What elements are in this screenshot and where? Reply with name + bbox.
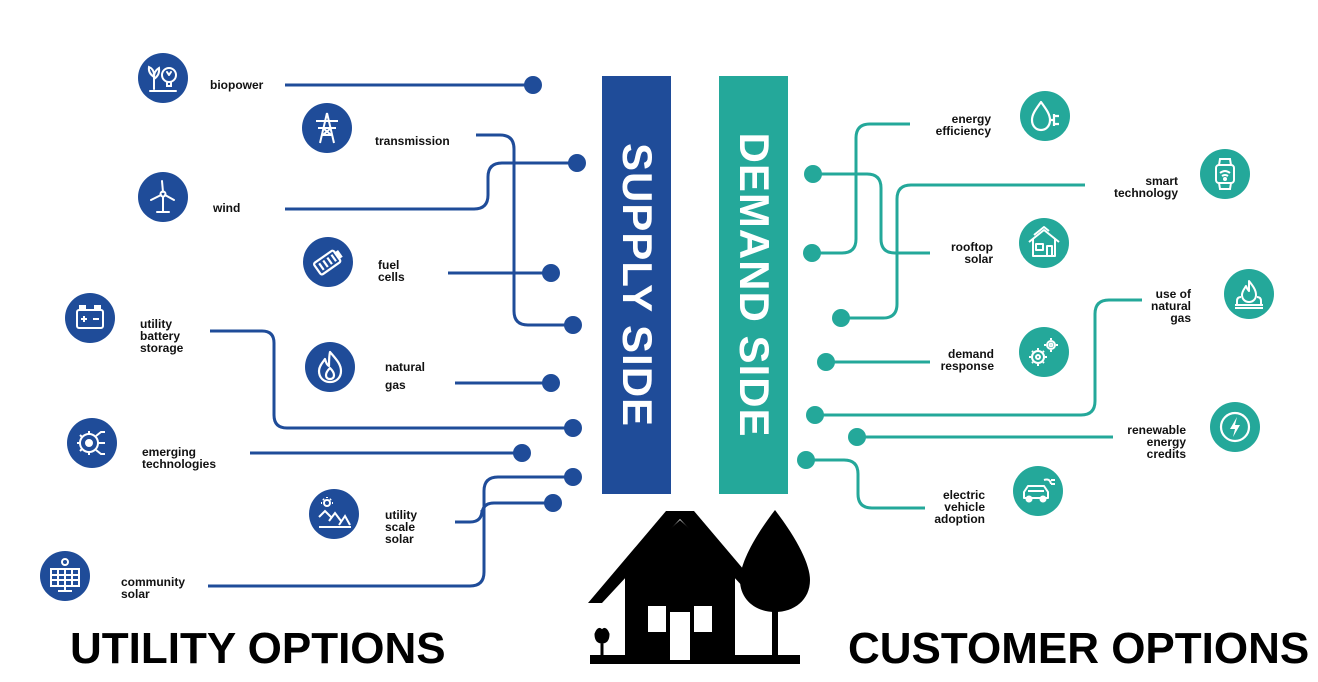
label-community-solar: community solar (121, 575, 186, 601)
endpoint-emerging-technologies (513, 444, 531, 462)
connector-rooftop-solar (813, 172, 930, 255)
endpoint-natural-gas (542, 374, 560, 392)
connector-electric-vehicle-adoption (806, 458, 925, 510)
supply-endpoints (513, 76, 586, 512)
endpoint-demand-response (817, 353, 835, 371)
tree-crown (740, 510, 810, 612)
house-window-right (694, 606, 712, 632)
demand-side-label: DEMAND SIDE (730, 132, 778, 438)
connector-wind (285, 161, 577, 211)
supply-side-bar: SUPPLY SIDE (602, 76, 671, 494)
connector-community-solar (208, 475, 573, 588)
endpoint-energy-efficiency (803, 244, 821, 262)
endpoint-rooftop-solar (804, 165, 822, 183)
demand-endpoints (797, 165, 866, 469)
label-wind: wind (213, 201, 241, 215)
label-utility-battery-storage: utility battery storage (140, 317, 184, 355)
connector-use-of-natural-gas (815, 298, 1142, 417)
label-demand-response: demand response (940, 347, 994, 373)
solar-farm-icon (309, 489, 359, 539)
plant-bulb-icon (138, 53, 188, 103)
endpoint-biopower (524, 76, 542, 94)
endpoint-renewable-energy-credits (848, 428, 866, 446)
ground (590, 655, 800, 664)
supply-connectors (208, 83, 577, 588)
label-use-of-natural-gas: use of natural gas (1150, 287, 1191, 325)
supply-side-label: SUPPLY SIDE (613, 142, 661, 428)
connector-utility-scale-solar (455, 501, 553, 524)
endpoint-community-solar (564, 468, 582, 486)
endpoint-electric-vehicle-adoption (797, 451, 815, 469)
label-fuel-cells: fuel cells (378, 258, 405, 284)
car-battery-icon (65, 293, 115, 343)
demand-side-bar: DEMAND SIDE (719, 76, 788, 494)
transmission-tower-icon (302, 103, 352, 153)
connector-utility-battery-storage (210, 329, 573, 430)
label-smart-technology: smart technology (1113, 174, 1178, 200)
connector-transmission (476, 133, 573, 327)
smartwatch-icon (1200, 149, 1250, 199)
endpoint-smart-technology (832, 309, 850, 327)
endpoint-wind (568, 154, 586, 172)
utility-options-heading: UTILITY OPTIONS (70, 624, 446, 673)
wind-turbine-icon (138, 172, 188, 222)
label-energy-efficiency: energy efficiency (935, 112, 991, 138)
endpoint-fuel-cells (542, 264, 560, 282)
connector-energy-efficiency (812, 122, 910, 255)
label-electric-vehicle-adoption: electric vehicle adoption (934, 488, 985, 526)
battery-icon (303, 237, 353, 287)
gear-circuit-icon (67, 418, 117, 468)
tree-trunk (772, 600, 778, 660)
label-natural-gas: natural gas (385, 360, 426, 392)
label-transmission: transmission (375, 134, 450, 148)
house-illustration (588, 510, 810, 664)
house-windows (648, 606, 712, 660)
endpoint-utility-scale-solar (544, 494, 562, 512)
gas-burner-icon (1224, 269, 1274, 319)
demand-connectors (806, 122, 1142, 510)
flower (594, 627, 610, 656)
endpoint-use-of-natural-gas (806, 406, 824, 424)
electric-car-icon (1013, 466, 1063, 516)
drop-plug-icon (1020, 91, 1070, 141)
endpoint-utility-battery-storage (564, 419, 582, 437)
gears-icon (1019, 327, 1069, 377)
endpoint-transmission (564, 316, 582, 334)
house-door (670, 612, 690, 660)
label-renewable-energy-credits: renewable energy credits (1127, 423, 1186, 461)
flame-icon (305, 342, 355, 392)
rooftop-house-icon (1019, 218, 1069, 268)
label-utility-scale-solar: utility scale solar (385, 508, 417, 546)
lightning-circle-icon (1210, 402, 1260, 452)
label-emerging-technologies: emerging technologies (142, 445, 217, 471)
label-rooftop-solar: rooftop solar (951, 240, 993, 266)
label-biopower: biopower (210, 78, 264, 92)
house-window-left (648, 606, 666, 632)
customer-options-heading: CUSTOMER OPTIONS (848, 624, 1310, 673)
solar-panel-icon (40, 551, 90, 601)
